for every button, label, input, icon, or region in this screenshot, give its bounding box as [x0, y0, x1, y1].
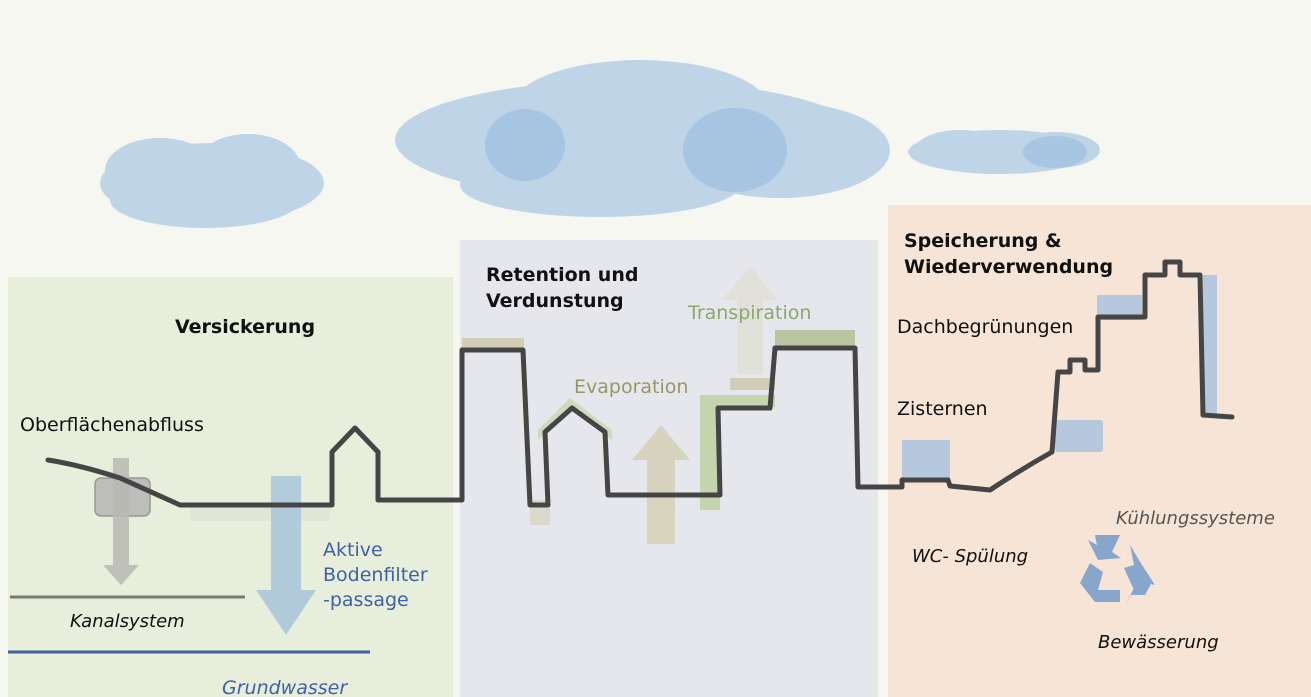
label-transpiration: Transpiration [688, 302, 812, 324]
arrow-up-icon [632, 425, 690, 544]
cistern-highlight [1203, 275, 1217, 415]
cloud-icon [485, 108, 787, 192]
title-versickerung: Versickerung [175, 316, 316, 338]
green-roof-highlight [775, 330, 855, 348]
title-retention-line2: Verdunstung [486, 290, 624, 312]
green-roof-highlight [700, 395, 720, 510]
label-zisternen: Zisternen [897, 398, 988, 420]
arrow-up-icon [722, 266, 778, 374]
label-aktive-line2: Bodenfilter [323, 564, 428, 586]
green-roof-highlight [462, 338, 524, 348]
city-skyline [45, 259, 1235, 508]
label-oberflaechenabfluss: Oberflächenabfluss [20, 414, 204, 436]
title-retention-line1: Retention und [486, 264, 639, 286]
title-retention: Retention und Verdunstung [486, 262, 638, 314]
label-wc-spuelung: WC- Spülung [912, 546, 1029, 567]
cistern-highlight [902, 440, 950, 480]
cistern-highlight [1055, 420, 1103, 452]
cloud-icon [395, 60, 890, 217]
arrow-down-icon [103, 458, 139, 585]
label-grundwasser: Grundwasser [222, 677, 348, 697]
label-aktive-bodenfilterpassage: Aktive Bodenfilter -passage [323, 538, 428, 613]
green-roof-highlight [538, 398, 612, 440]
recycle-icon [1080, 535, 1155, 604]
title-speicherung: Speicherung & Wiederverwendung [904, 228, 1113, 280]
cloud-icon [100, 134, 324, 228]
cloud-icon [1023, 136, 1087, 168]
arrow-down-icon [256, 476, 316, 635]
panel-versickerung [8, 277, 453, 697]
label-aktive-line1: Aktive [323, 539, 383, 561]
label-kuehlungssysteme: Kühlungssysteme [1116, 508, 1275, 529]
label-kanalsystem: Kanalsystem [70, 611, 185, 632]
title-speicherung-line1: Speicherung & [904, 230, 1062, 252]
green-roof-highlight [730, 378, 775, 390]
label-dachbegruenungen: Dachbegrünungen [897, 316, 1074, 338]
green-roof-highlight [720, 395, 775, 407]
title-speicherung-line2: Wiederverwendung [904, 256, 1114, 278]
label-bewaesserung: Bewässerung [1098, 632, 1219, 653]
label-evaporation: Evaporation [574, 376, 689, 398]
label-aktive-line3: -passage [323, 589, 409, 611]
